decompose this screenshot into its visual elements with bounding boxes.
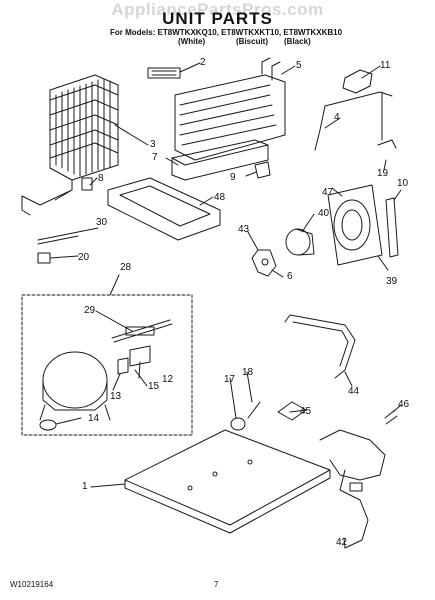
callout-29: 29	[84, 305, 96, 316]
callout-13: 13	[110, 391, 122, 402]
callout-45: 45	[300, 406, 312, 417]
condenser-coil	[21, 74, 119, 216]
callout-11: 11	[380, 60, 391, 71]
doc-number: W10219164	[10, 580, 54, 589]
callout-46: 46	[398, 399, 410, 410]
callout-30: 30	[96, 217, 108, 228]
callout-3: 3	[150, 139, 156, 150]
power-cord	[37, 231, 79, 245]
connector	[37, 252, 51, 264]
fan-motor	[285, 228, 315, 256]
callout-7: 7	[152, 152, 158, 163]
heater-wire	[314, 91, 397, 151]
drain-trough	[171, 139, 269, 181]
sensor-clip	[254, 161, 271, 179]
variant-white: (White)	[178, 37, 206, 46]
callout-12: 12	[162, 374, 174, 385]
rubber-grommet	[230, 417, 246, 431]
callout-43: 43	[238, 224, 250, 235]
drain-pan	[107, 177, 221, 241]
callout-40: 40	[318, 208, 330, 219]
page-number: 7	[214, 580, 219, 589]
callout-1: 1	[82, 481, 88, 492]
variant-biscuit: (Biscuit)	[236, 37, 268, 46]
page-title: UNIT PARTS	[162, 9, 273, 28]
heater-strip	[385, 197, 399, 258]
callout-15: 15	[148, 381, 160, 392]
callout-4: 4	[334, 112, 340, 123]
discharge-tube	[284, 314, 356, 379]
callout-42: 42	[336, 537, 348, 548]
callout-17: 17	[224, 374, 236, 385]
compressor-assembly-box	[21, 294, 193, 436]
grommet	[81, 177, 93, 191]
wire-harness	[319, 429, 386, 549]
base-plate	[124, 429, 331, 534]
fan-blade	[251, 249, 277, 277]
callout-19: 19	[377, 168, 389, 179]
watermark: AppliancePartsPros.com	[111, 0, 324, 19]
fan-shroud	[327, 184, 383, 266]
compressor	[39, 351, 111, 421]
callout-5: 5	[296, 60, 302, 71]
callout-20: 20	[78, 252, 90, 263]
callout-28: 28	[120, 262, 132, 273]
callout-2: 2	[200, 57, 206, 68]
callout-48: 48	[214, 192, 226, 203]
callout-8: 8	[98, 173, 104, 184]
variant-black: (Black)	[284, 37, 311, 46]
callout-14: 14	[88, 413, 100, 424]
models-label: For Models: ET8WTKXKQ10, ET8WTKXKT10, ET…	[110, 28, 343, 37]
callout-9: 9	[230, 172, 236, 183]
relay-overload	[117, 345, 151, 375]
callout-18: 18	[242, 367, 254, 378]
callout-44: 44	[348, 386, 360, 397]
cover-plate	[342, 69, 373, 94]
callout-47: 47	[322, 187, 334, 198]
callout-39: 39	[386, 276, 398, 287]
evaporator-coil	[174, 57, 286, 161]
callout-6: 6	[287, 271, 293, 282]
callout-10: 10	[397, 178, 409, 189]
compressor-foot	[39, 419, 57, 431]
mounting-stud	[247, 401, 261, 419]
screw	[384, 409, 398, 425]
start-device-tube	[111, 319, 173, 343]
gasket-strip	[147, 67, 181, 79]
